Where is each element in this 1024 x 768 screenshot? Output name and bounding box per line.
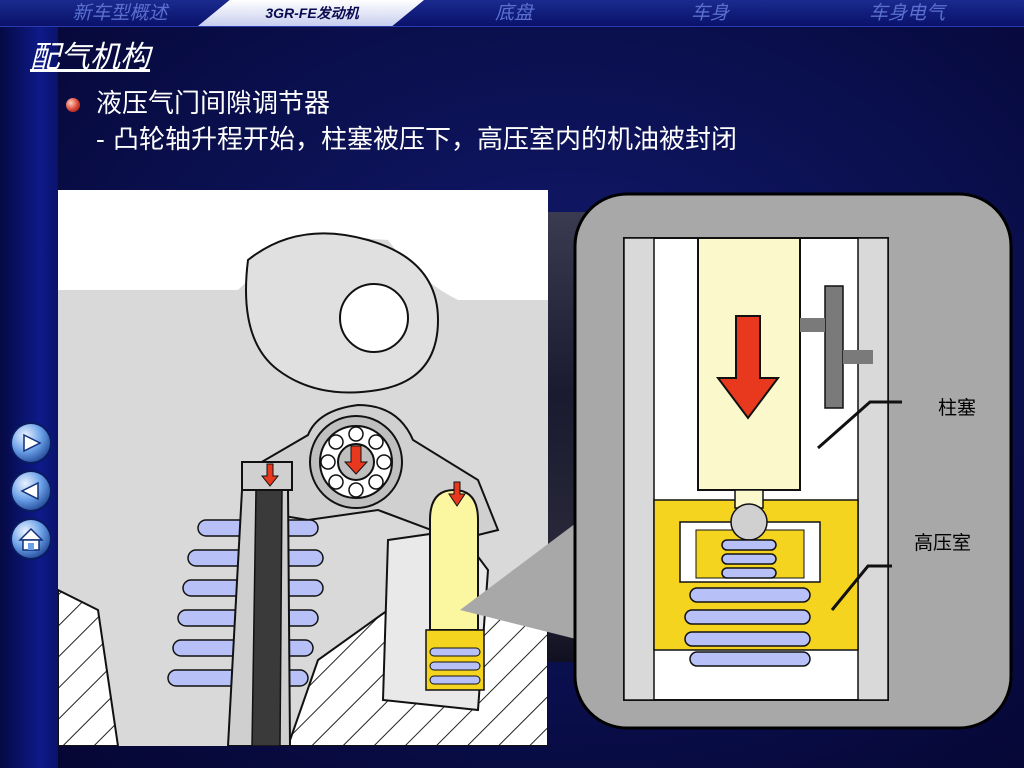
label-plunger: 柱塞: [938, 397, 977, 419]
back-arrow-icon: [20, 481, 39, 501]
tab-chassis[interactable]: 底盘: [494, 2, 533, 24]
tab-engine[interactable]: 3GR-FE发动机: [265, 5, 359, 21]
back-button[interactable]: [12, 472, 50, 510]
forward-button[interactable]: [12, 424, 50, 462]
page-title: 配气机构: [30, 40, 150, 75]
bullet-description: - 凸轮轴升程开始，柱塞被压下，高压室内的机油被封闭: [96, 125, 738, 155]
tab-body[interactable]: 车身: [690, 2, 729, 24]
lash-adjuster-detail: [460, 192, 1013, 730]
bullet-icon: [66, 98, 80, 112]
active-tab-highlight: [198, 0, 424, 26]
top-nav: 新车型概述 3GR-FE发动机 底盘 车身 车身电气: [0, 0, 1024, 27]
bullet-text: 液压气门间隙调节器 - 凸轮轴升程开始，柱塞被压下，高压室内的机油被封闭: [96, 86, 737, 158]
home-button[interactable]: [12, 520, 50, 558]
tab-body-electrical[interactable]: 车身电气: [868, 2, 945, 24]
valve-train-diagram: [58, 190, 548, 746]
forward-arrow-icon: [23, 433, 42, 453]
left-sidebar: [0, 26, 58, 768]
home-icon: [18, 527, 44, 551]
bullet-heading: 液压气门间隙调节器: [96, 89, 331, 119]
label-high-pressure-chamber: 高压室: [914, 532, 972, 554]
tab-new-model-overview[interactable]: 新车型概述: [72, 2, 168, 24]
